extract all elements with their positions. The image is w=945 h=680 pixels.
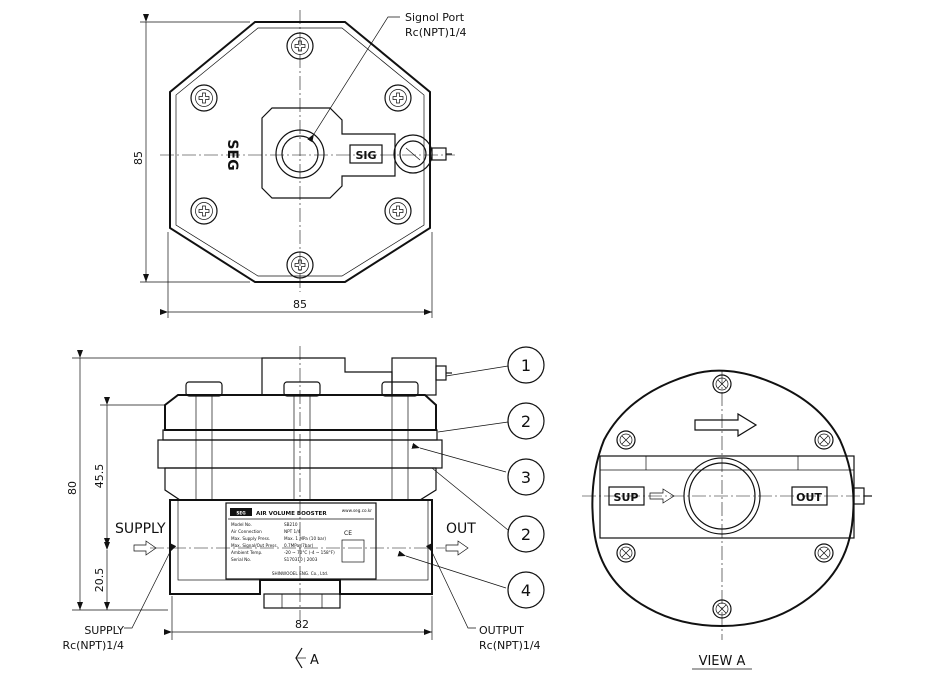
bolt-icon [712,374,732,394]
nameplate-row-key: Max. Signal/Out Press. [231,543,278,548]
seg-logo: SEG [224,139,240,170]
sig-plate [349,144,383,164]
screw-icon [190,84,218,112]
supply-thread: Rc(NPT)1/4 [62,639,124,652]
dim-lower: 20.5 [93,568,106,593]
nameplate-brand: SEG [236,511,246,516]
nameplate-row-value: 0.7MPa (7bar) [284,543,314,548]
supply-callout: SUPPLY [84,624,124,637]
balloon-4: 4 [521,581,531,600]
upper-body [164,394,437,431]
balloons: 1 2 3 2 4 [397,346,545,609]
supply-label: SUPPLY [115,521,166,537]
view-a-title: VIEW A [699,654,746,669]
bolt-heads [185,381,419,500]
dim-top-height: 85 [132,151,145,165]
sup-plate-label: SUP [614,491,639,504]
output-thread: Rc(NPT)1/4 [479,639,541,652]
balloon-2: 2 [521,412,531,431]
nameplate-row-key: Air Connection [231,529,262,534]
nameplate-row-key: Model No. [231,522,252,527]
nameplate-row-key: Max. Supply Press. [231,536,270,541]
nameplate-row-key: Ambient Temp. [231,550,262,555]
bolt-icon [616,430,636,450]
view-a: SUP OUT VIEW A [582,369,872,670]
screw-icon [190,197,218,225]
nameplate-row-key: Serial No. [231,557,251,562]
top-body-outline [169,21,431,283]
signal-port-boss [261,107,396,199]
signal-port-label: Signol Port [405,11,465,24]
dim-upper: 45.5 [93,464,106,489]
front-view: SEG AIR VOLUME BOOSTER www.seg.co.kr Mod… [62,346,545,669]
screw-icon [384,197,412,225]
signal-port-thread: Rc(NPT)1/4 [405,26,467,39]
sig-label: SIG [355,149,376,162]
bolt-icon [712,599,732,619]
view-a-arrow-label: A [310,653,319,668]
dim-top-width: 85 [293,298,307,311]
nameplate-row-value: NPT 1/4 [284,529,301,534]
nameplate-row-value: S170310 | 2003 [284,557,318,562]
screw-icon [384,84,412,112]
sup-arrow-icon [649,488,675,504]
top-view: SIG SEG Signol Port Rc(NPT)1/4 85 85 [132,10,467,318]
supply-arrow-icon [133,540,157,556]
balloon-1: 1 [521,356,531,375]
nameplate-title: AIR VOLUME BOOSTER [256,511,327,517]
out-label: OUT [446,521,476,537]
out-arrow-icon [445,540,469,556]
balloon-2b: 2 [521,525,531,544]
balloon-3: 3 [521,468,531,487]
bolt-icon [814,543,834,563]
dim-front-width: 82 [295,618,309,631]
out-plate-label: OUT [796,491,822,504]
nameplate-website: www.seg.co.kr [342,508,373,513]
nameplate-row-value: SB210 [284,522,298,527]
nameplate-row-value: -20 ~ 70°C (-4 ~ 158°F) [284,550,335,555]
bolt-icon [814,430,834,450]
ce-mark: CE [344,530,352,537]
nameplate-row-value: Max. 1 MPa (10 bar) [284,536,326,541]
bolt-icon [616,543,636,563]
output-callout: OUTPUT [479,624,524,637]
view-a-outline [591,369,855,628]
flow-arrow-icon [694,412,758,438]
dim-total-height: 80 [66,481,79,495]
nameplate-maker: SHINWOOEL ENG. Co., Ltd. [272,571,328,576]
nameplate: SEG AIR VOLUME BOOSTER www.seg.co.kr Mod… [225,502,377,580]
